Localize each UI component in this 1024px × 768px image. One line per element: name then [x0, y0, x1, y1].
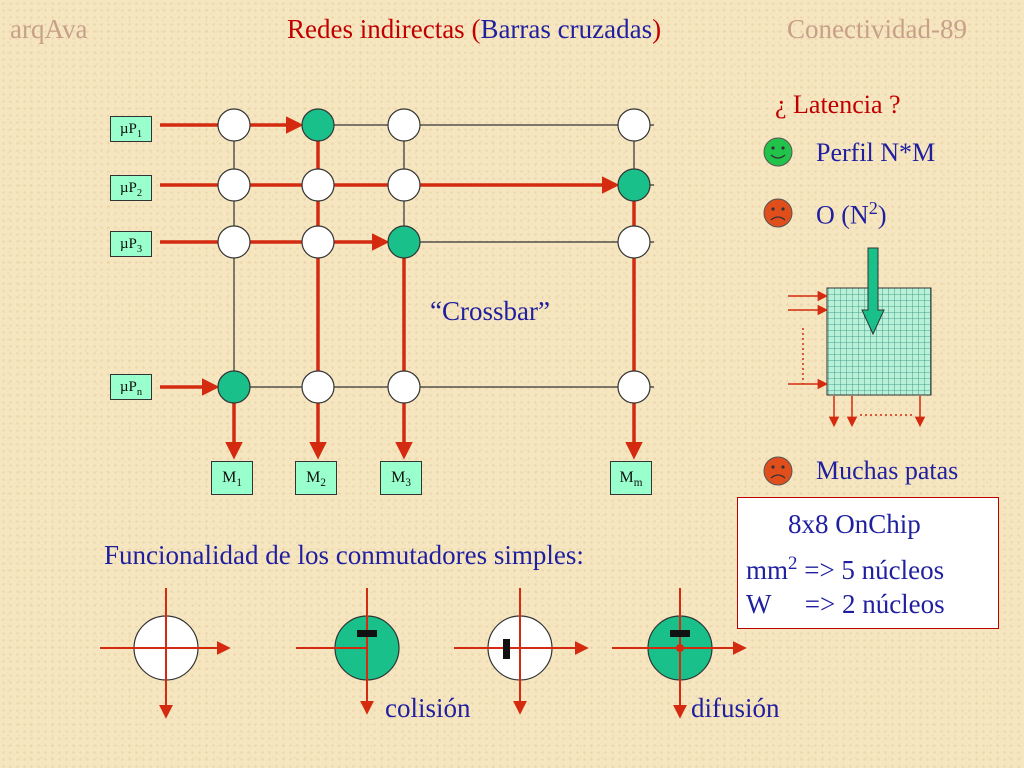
switch-node — [387, 168, 421, 202]
slide-number: Conectividad-89 — [787, 14, 967, 44]
switch-function-title: Funcionalidad de los conmutadores simple… — [104, 540, 584, 570]
smiley-sad-icon — [763, 198, 793, 228]
switch-example-collision-h — [296, 588, 400, 715]
processor-box: µP2 — [110, 175, 152, 201]
onchip-title: 8x8 OnChip — [788, 509, 921, 539]
switch-nodes — [217, 108, 651, 404]
memory-box: Mm — [610, 461, 652, 495]
smiley-sad-icon — [763, 456, 793, 486]
switch-node-active — [301, 108, 335, 142]
switch-example-collision-v — [454, 588, 589, 715]
slide-title-part-1: Redes indirectas ( — [287, 14, 481, 44]
pins-note: Muchas patas — [816, 456, 959, 485]
switch-node — [617, 108, 651, 142]
chip-grid-icon — [788, 247, 932, 428]
smiley-happy-icon — [763, 137, 793, 167]
diffusion-label: difusión — [691, 693, 780, 723]
complexity-note: O (N2) — [816, 198, 887, 230]
switch-node — [301, 168, 335, 202]
slide-title-highlight: Barras cruzadas — [480, 14, 653, 44]
profile-note: Perfil N*M — [816, 138, 936, 167]
processor-box: µPn — [110, 374, 152, 400]
collision-label: colisión — [385, 693, 471, 723]
switch-node — [301, 225, 335, 259]
switch-node-active — [617, 168, 651, 202]
switch-node — [387, 108, 421, 142]
latency-question: ¿ Latencia ? — [775, 90, 901, 119]
switch-node-active — [217, 370, 251, 404]
memory-box: M1 — [211, 461, 253, 495]
switch-node — [217, 225, 251, 259]
onchip-area: mm2 => 5 núcleos — [746, 553, 945, 585]
switch-node-active — [387, 225, 421, 259]
switch-node — [387, 370, 421, 404]
grid-lines — [233, 124, 654, 388]
switch-node — [217, 108, 251, 142]
onchip-power: W => 2 núcleos — [746, 589, 945, 619]
course-title: arqAva — [10, 14, 88, 44]
onchip-summary-box: 8x8 OnChip mm2 => 5 núcleos W => 2 núcle… — [737, 497, 999, 629]
switch-example-diffusion — [612, 588, 747, 719]
switch-node — [617, 225, 651, 259]
switch-node — [301, 370, 335, 404]
switch-node — [217, 168, 251, 202]
memory-box: M3 — [380, 461, 422, 495]
slide-title-part-2: ) — [652, 14, 662, 44]
switch-example-idle — [100, 588, 231, 719]
slide-title: Redes indirectas (Barras cruzadas) — [287, 14, 661, 45]
switch-node — [617, 370, 651, 404]
processor-box: µP1 — [110, 116, 152, 142]
crossbar-label: “Crossbar” — [430, 296, 550, 326]
processor-box: µP3 — [110, 231, 152, 257]
memory-box: M2 — [295, 461, 337, 495]
